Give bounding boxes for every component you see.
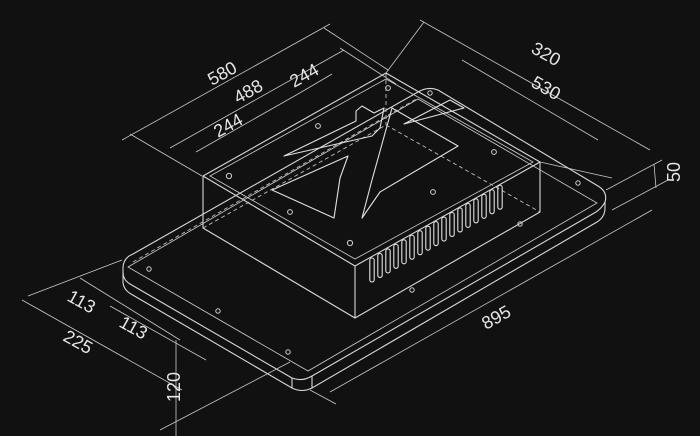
vent-slot xyxy=(465,202,471,228)
screw-hole xyxy=(409,287,415,293)
motor-box-front-face xyxy=(354,161,541,319)
motor-box-left-face xyxy=(202,175,356,319)
base-plate-thickness xyxy=(122,201,606,392)
vent-slot xyxy=(441,216,447,242)
vent-slot xyxy=(497,184,503,210)
dim-label-530: 530 xyxy=(528,72,564,104)
dim-label-580: 580 xyxy=(204,57,240,89)
screw-hole xyxy=(427,90,433,96)
dim-label-50: 50 xyxy=(664,162,684,182)
x-opening-bottom xyxy=(403,99,465,125)
ext-line xyxy=(27,259,123,297)
dim-label-488: 488 xyxy=(230,75,266,107)
dim-line-580 xyxy=(121,23,331,141)
vent-slot xyxy=(449,211,455,238)
motor-box-top xyxy=(202,72,541,267)
screw-hole xyxy=(315,123,321,129)
vent-slot xyxy=(409,234,415,260)
dim-label-244-left: 244 xyxy=(210,109,246,141)
dim-line-50 xyxy=(653,163,657,189)
screw-holes xyxy=(146,85,581,355)
screw-hole xyxy=(285,349,291,355)
ext-line xyxy=(539,161,613,179)
x-opening-left xyxy=(271,155,349,219)
dim-line-530 xyxy=(461,59,599,141)
base-hidden-line xyxy=(132,97,419,263)
screw-hole xyxy=(346,239,354,247)
vent-slot xyxy=(425,225,431,251)
ext-line xyxy=(605,159,663,191)
dim-line-113b xyxy=(109,305,207,361)
vent-slot xyxy=(481,193,487,219)
dim-label-113-left: 113 xyxy=(64,286,99,317)
vent-slot xyxy=(377,252,383,278)
screw-hole xyxy=(575,180,581,186)
ext-line xyxy=(129,133,203,177)
motor-box xyxy=(132,72,541,319)
vent-slot xyxy=(417,230,423,256)
ext-line xyxy=(159,361,291,431)
vent-slot xyxy=(457,207,463,233)
base-plate-top-outline xyxy=(122,87,607,381)
vent-slot xyxy=(385,248,391,274)
dim-line-320 xyxy=(419,19,651,151)
dim-line-488 xyxy=(169,49,345,149)
dim-label-113-right: 113 xyxy=(116,312,151,343)
screw-hole xyxy=(225,172,233,180)
dim-label-320: 320 xyxy=(528,38,564,70)
dim-line-244a xyxy=(195,93,299,153)
dimension-lines xyxy=(21,19,669,436)
dim-label-225: 225 xyxy=(60,326,96,358)
screw-hole xyxy=(287,209,293,215)
dim-label-120: 120 xyxy=(164,372,184,402)
ext-line xyxy=(339,47,397,85)
vent-slot xyxy=(433,221,439,247)
screw-hole xyxy=(385,85,391,91)
vent-slot xyxy=(401,239,407,265)
dim-line-113a xyxy=(79,277,181,341)
dim-label-895: 895 xyxy=(478,301,514,333)
x-openings xyxy=(271,99,465,219)
ext-line xyxy=(611,179,669,211)
screw-hole xyxy=(146,266,152,272)
dim-label-244-right: 244 xyxy=(286,59,322,91)
motor-box-top-inner xyxy=(209,78,534,260)
dim-line-244b xyxy=(297,73,333,95)
screw-hole xyxy=(430,189,436,195)
screw-hole xyxy=(517,221,523,227)
x-opening-right xyxy=(361,107,459,219)
ext-line xyxy=(323,27,389,71)
vent-slot xyxy=(489,189,495,215)
x-opening-top xyxy=(283,105,385,157)
screw-hole xyxy=(491,149,497,155)
ext-line xyxy=(309,389,337,405)
dimension-labels: 580 488 244 244 320 530 50 895 113 113 2… xyxy=(60,38,684,402)
screw-hole xyxy=(215,308,221,314)
motor-box-hidden-edges xyxy=(202,73,541,229)
dim-line-225 xyxy=(21,299,183,391)
vent-slot xyxy=(393,243,399,269)
vent-slot xyxy=(369,257,375,283)
base-plate-inner-edge xyxy=(127,98,598,372)
dim-line-895 xyxy=(329,209,653,393)
vent-slots xyxy=(369,184,503,283)
base-plate xyxy=(122,87,607,392)
ext-line xyxy=(385,21,425,74)
vent-slot xyxy=(473,198,479,224)
